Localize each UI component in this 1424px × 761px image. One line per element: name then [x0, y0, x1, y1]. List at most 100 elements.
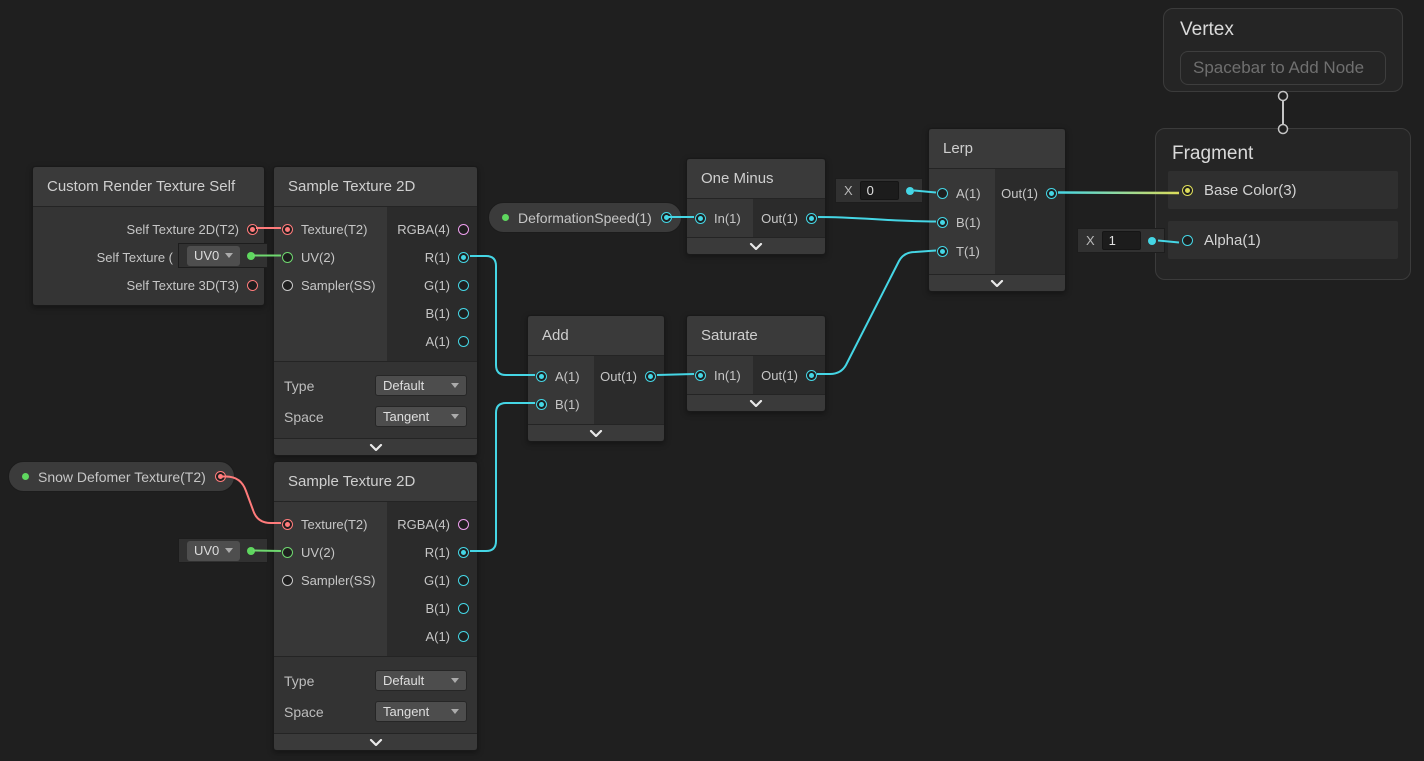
fragment-slot-alpha[interactable]: Alpha(1) — [1168, 221, 1398, 259]
collapse-button[interactable] — [528, 424, 664, 441]
param-space: Space Tangent — [284, 696, 467, 727]
self-texture-3d-port[interactable] — [247, 279, 258, 291]
r-port[interactable] — [458, 546, 469, 558]
a-port[interactable] — [937, 188, 948, 199]
alpha-port[interactable] — [1182, 234, 1193, 246]
fragment-master-node[interactable]: Fragment Base Color(3) Alpha(1) — [1155, 128, 1411, 280]
sampler-port[interactable] — [282, 574, 293, 586]
x-value-field[interactable]: 1 — [1101, 231, 1141, 250]
space-dropdown[interactable]: Tangent — [375, 701, 467, 722]
self-texture-2d-port[interactable] — [247, 223, 258, 235]
type-dropdown[interactable]: Default — [375, 375, 467, 396]
collapse-button[interactable] — [274, 733, 477, 750]
node-lerp[interactable]: Lerp A(1) B(1) T(1) Out(1) — [928, 128, 1066, 292]
edge-r2-to-add-b[interactable] — [470, 402, 535, 552]
dropdown-arrow-icon — [451, 414, 459, 419]
texture-port[interactable] — [282, 518, 293, 530]
output-out: Out(1) — [753, 199, 825, 237]
node-sample-texture-2d-2[interactable]: Sample Texture 2D Texture(T2) UV(2) Samp… — [273, 461, 478, 751]
node-title: Sample Texture 2D — [274, 462, 477, 502]
in-port[interactable] — [695, 369, 706, 381]
input-in: In(1) — [687, 199, 753, 237]
t-port[interactable] — [937, 246, 948, 257]
snow-deformer-out-port[interactable] — [214, 471, 226, 482]
input-t: T(1) — [929, 237, 995, 266]
in-port[interactable] — [695, 212, 706, 224]
input-texture: Texture(T2) — [274, 215, 387, 243]
node-sample-texture-2d-1[interactable]: Sample Texture 2D Texture(T2) UV(2) Samp… — [273, 166, 478, 456]
output-b: B(1) — [387, 299, 477, 327]
b-port[interactable] — [458, 602, 469, 614]
chevron-down-icon — [369, 443, 382, 451]
value-connector-dot[interactable] — [906, 186, 914, 195]
out-port[interactable] — [806, 212, 817, 224]
out-port[interactable] — [645, 370, 656, 382]
rgba-port[interactable] — [458, 518, 469, 530]
edge-oneminus-to-lerp-b[interactable] — [817, 216, 937, 223]
a-port[interactable] — [458, 335, 469, 347]
input-b: B(1) — [528, 390, 594, 418]
node-title: Custom Render Texture Self — [33, 167, 264, 207]
r-port[interactable] — [458, 251, 469, 263]
uv-port[interactable] — [282, 251, 293, 263]
edge-saturate-to-lerp-t[interactable] — [817, 249, 937, 375]
output-self-texture-3d: Self Texture 3D(T3) — [33, 271, 264, 299]
uv-port[interactable] — [282, 546, 293, 558]
lerp-a-default-widget: X 0 — [835, 178, 923, 203]
collapse-button[interactable] — [929, 274, 1065, 291]
space-dropdown[interactable]: Tangent — [375, 406, 467, 427]
dropdown-arrow-icon — [451, 709, 459, 714]
collapse-button[interactable] — [687, 394, 825, 411]
rgba-port[interactable] — [458, 223, 469, 235]
out-port[interactable] — [806, 369, 817, 381]
node-title: Lerp — [929, 129, 1065, 169]
out-port[interactable] — [1046, 188, 1057, 199]
uv-channel-dropdown[interactable]: UV0 — [187, 540, 241, 561]
output-g: G(1) — [387, 271, 477, 299]
output-out: Out(1) — [995, 179, 1065, 208]
g-port[interactable] — [458, 279, 469, 291]
collapse-button[interactable] — [274, 438, 477, 455]
dropdown-arrow-icon — [451, 678, 459, 683]
node-title: Saturate — [687, 316, 825, 356]
node-add[interactable]: Add A(1) B(1) Out(1) — [527, 315, 665, 442]
dropdown-arrow-icon — [225, 548, 234, 553]
a-port[interactable] — [536, 370, 547, 382]
base-color-port[interactable] — [1182, 184, 1193, 196]
vertex-stack-handle-top[interactable] — [1277, 90, 1289, 102]
output-rgba: RGBA(4) — [387, 215, 477, 243]
fragment-slot-base-color[interactable]: Base Color(3) — [1168, 171, 1398, 209]
b-port[interactable] — [937, 217, 948, 228]
uv-default-connector-dot[interactable] — [247, 251, 256, 260]
type-dropdown[interactable]: Default — [375, 670, 467, 691]
b-port[interactable] — [536, 398, 547, 410]
input-a: A(1) — [929, 179, 995, 208]
property-dot-icon — [502, 214, 509, 221]
property-deformation-speed[interactable]: DeformationSpeed(1) — [488, 202, 682, 233]
a-port[interactable] — [458, 630, 469, 642]
g-port[interactable] — [458, 574, 469, 586]
uv-channel-dropdown[interactable]: UV0 — [187, 245, 241, 266]
vertex-master-node[interactable]: Vertex Spacebar to Add Node — [1163, 8, 1403, 92]
chevron-down-icon — [749, 399, 763, 407]
x-value-field[interactable]: 0 — [859, 181, 899, 200]
output-a: A(1) — [387, 622, 477, 650]
collapse-button[interactable] — [687, 237, 825, 254]
node-saturate[interactable]: Saturate In(1) Out(1) — [686, 315, 826, 412]
uv-default-connector-dot[interactable] — [247, 546, 256, 555]
sampler-port[interactable] — [282, 279, 293, 291]
b-port[interactable] — [458, 307, 469, 319]
edge-r1-to-add-a[interactable] — [470, 255, 535, 376]
value-connector-dot[interactable] — [1148, 236, 1156, 245]
slot-label: Alpha(1) — [1204, 231, 1261, 249]
input-a: A(1) — [528, 362, 594, 390]
deformation-speed-out-port[interactable] — [660, 212, 672, 223]
uv-channel-widget-1: UV0 — [178, 243, 268, 268]
node-custom-render-texture-self[interactable]: Custom Render Texture Self Self Texture … — [32, 166, 265, 306]
property-snow-deformer-texture[interactable]: Snow Defomer Texture(T2) — [8, 461, 235, 492]
node-one-minus[interactable]: One Minus In(1) Out(1) — [686, 158, 826, 255]
texture-port[interactable] — [282, 223, 293, 235]
input-sampler: Sampler(SS) — [274, 271, 387, 299]
slot-label: Base Color(3) — [1204, 181, 1297, 199]
